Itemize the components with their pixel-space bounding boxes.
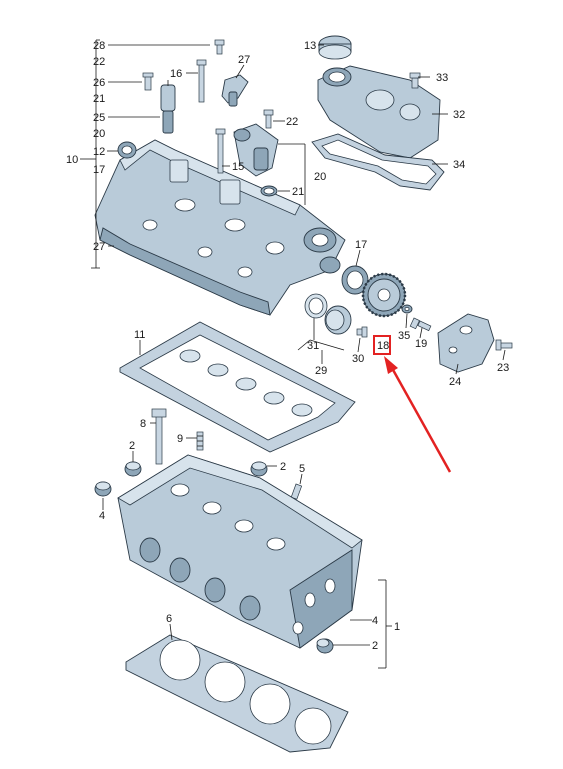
- hall-sender: [221, 74, 249, 107]
- stud-bolt: [196, 431, 204, 451]
- seal-ring: [117, 141, 137, 159]
- callout-35: 35: [398, 330, 410, 342]
- callout-4-left: 4: [99, 510, 105, 522]
- cylinder-head-gasket: [125, 634, 349, 753]
- callout-10: 10: [66, 154, 78, 166]
- bolt-28: [214, 39, 225, 55]
- highlight-box: [373, 335, 391, 355]
- cylinder-head: [117, 454, 363, 649]
- callout-13: 13: [304, 40, 316, 52]
- red-arrow-head: [384, 356, 398, 374]
- callout-27: 27: [93, 241, 105, 253]
- callout-2-mid: 2: [280, 461, 286, 473]
- callout-34: 34: [453, 159, 465, 171]
- callout-20: 20: [93, 128, 105, 140]
- o-ring-21: [260, 185, 278, 197]
- callout-1: 1: [394, 621, 400, 633]
- callout-4-right: 4: [372, 615, 378, 627]
- callout-8: 8: [140, 418, 146, 430]
- callout-2-left: 2: [129, 440, 135, 452]
- callout-28: 28: [93, 40, 105, 52]
- red-arrow: [390, 367, 452, 473]
- part-highlight: [373, 335, 452, 473]
- valve-cover: [317, 65, 441, 159]
- sealing-plug-2a: [124, 461, 142, 477]
- camshaft-housing: [94, 139, 346, 316]
- callout-22: 22: [93, 56, 105, 68]
- bolt-30: [356, 326, 368, 338]
- callout-21: 21: [93, 93, 105, 105]
- timing-cover: [437, 313, 495, 373]
- callout-9: 9: [177, 433, 183, 445]
- callout-31: 31: [307, 340, 319, 352]
- callout-30: 30: [352, 353, 364, 365]
- callout-19: 19: [415, 338, 427, 350]
- callout-11: 11: [134, 329, 145, 341]
- bolt-33: [409, 72, 421, 89]
- callout-33: 33: [436, 72, 448, 84]
- callout-22-right: 22: [286, 116, 298, 128]
- callout-24: 24: [449, 376, 461, 388]
- callout-17-right: 17: [355, 239, 367, 251]
- callout-27-top: 27: [238, 54, 250, 66]
- oil-seal-17: [341, 265, 369, 295]
- bolt-16: [196, 59, 207, 103]
- camshaft-sprocket: [361, 272, 407, 318]
- callout-labels: 28 22 26 21 25 20 10 12 17 27 16 13 33 2…: [66, 40, 509, 652]
- callout-17: 17: [93, 164, 105, 176]
- callout-23: 23: [497, 362, 509, 374]
- high-pressure-pump: [233, 123, 279, 177]
- head-bolt: [151, 408, 167, 465]
- oil-filler-cap: [318, 35, 352, 60]
- callout-25: 25: [93, 112, 105, 124]
- callout-18: 18: [377, 340, 389, 352]
- valve-cover-gasket: [311, 133, 445, 191]
- bolt-15: [215, 128, 226, 174]
- callout-21-right: 21: [292, 186, 304, 198]
- bolt-22: [263, 109, 274, 129]
- camshaft-adjuster-valve: [160, 80, 176, 134]
- callout-32: 32: [453, 109, 465, 121]
- callout-16: 16: [170, 68, 182, 80]
- dowel-pin: [290, 483, 303, 500]
- sealing-ring-31: [304, 293, 328, 319]
- leader-lines: [80, 39, 506, 669]
- callout-26: 26: [93, 77, 105, 89]
- callout-29: 29: [315, 365, 327, 377]
- callout-15: 15: [232, 161, 244, 173]
- washer-35: [401, 304, 413, 314]
- sealing-plug-4: [94, 481, 112, 497]
- callout-5: 5: [299, 463, 305, 475]
- callout-12: 12: [93, 146, 105, 158]
- sealing-plug-2c: [316, 638, 334, 654]
- bolt-23: [495, 339, 513, 351]
- callout-6: 6: [166, 613, 172, 625]
- callout-2-right: 2: [372, 640, 378, 652]
- bolt-19: [409, 317, 432, 332]
- cylinder-head-cover-gasket: [119, 321, 356, 453]
- bolt-26: [142, 72, 154, 91]
- sealing-plug-2b: [250, 461, 268, 477]
- callout-20-right: 20: [314, 171, 326, 183]
- sealing-plug-29: [324, 305, 352, 335]
